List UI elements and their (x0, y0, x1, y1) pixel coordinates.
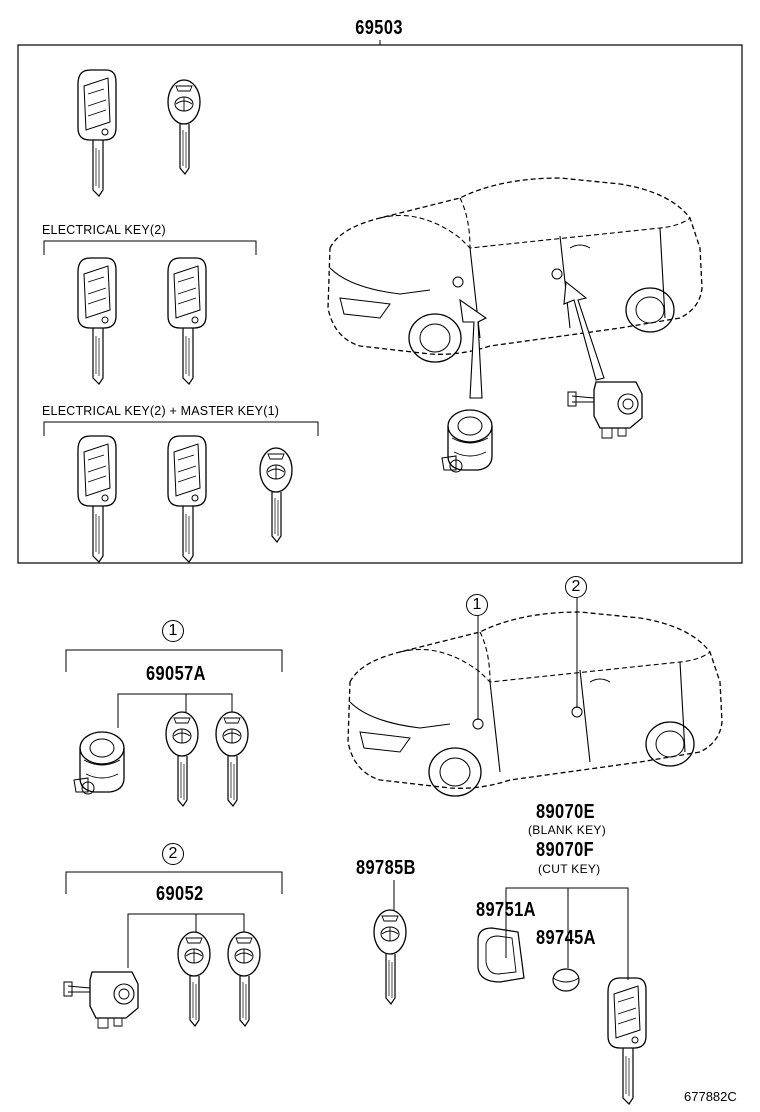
ignition-cylinder-icon (441, 409, 493, 473)
assembly-frame (17, 44, 743, 564)
part-number-69052: 69052 (156, 883, 204, 905)
group-bracket (65, 871, 283, 894)
electrical-key-icon (167, 435, 207, 563)
callout-2: 2 (162, 843, 184, 865)
part-number-89785B: 89785B (356, 857, 416, 879)
callout-1: 1 (162, 620, 184, 642)
car-outline (327, 177, 703, 363)
part-number-89745A: 89745A (536, 927, 596, 949)
master-key-icon (373, 909, 407, 1005)
master-key-icon (167, 79, 201, 175)
group-bracket (43, 421, 319, 436)
master-key-icon (177, 931, 211, 1027)
pointer-arrow (563, 280, 605, 381)
car-outline (347, 611, 723, 797)
door-lock-cylinder-icon (63, 971, 139, 1029)
electrical-key-icon (77, 69, 117, 197)
part-number-89070F: 89070F (536, 839, 595, 861)
master-key-icon (215, 711, 249, 807)
assembly-part-number: 69503 (355, 17, 403, 39)
car-callout-2: 2 (565, 576, 587, 598)
car-callout-1: 1 (466, 594, 488, 616)
group-bracket (65, 649, 283, 672)
battery-icon (552, 968, 580, 992)
master-key-icon (227, 931, 261, 1027)
ignition-cylinder-icon (73, 731, 125, 795)
electrical-key-icon (607, 977, 647, 1105)
figure-code: 677882C (684, 1089, 737, 1104)
master-key-icon (165, 711, 199, 807)
part-number-89751A: 89751A (476, 899, 536, 921)
master-key-icon (259, 447, 293, 543)
part-number-89070E: 89070E (536, 801, 596, 823)
electrical-key-icon (167, 257, 207, 385)
cut-key-label: (CUT KEY) (538, 862, 601, 876)
key-cover-icon (477, 927, 525, 983)
electrical-key-icon (77, 435, 117, 563)
group-bracket (43, 240, 257, 255)
door-lock-cylinder-icon (567, 381, 643, 439)
part-number-69057A: 69057A (146, 663, 206, 685)
electrical-key-icon (77, 257, 117, 385)
group-label-electrical-master-key: ELECTRICAL KEY(2) + MASTER KEY(1) (42, 404, 280, 418)
blank-key-label: (BLANK KEY) (528, 823, 606, 837)
group-label-electrical-key: ELECTRICAL KEY(2) (42, 223, 166, 237)
pointer-arrow (459, 298, 488, 399)
